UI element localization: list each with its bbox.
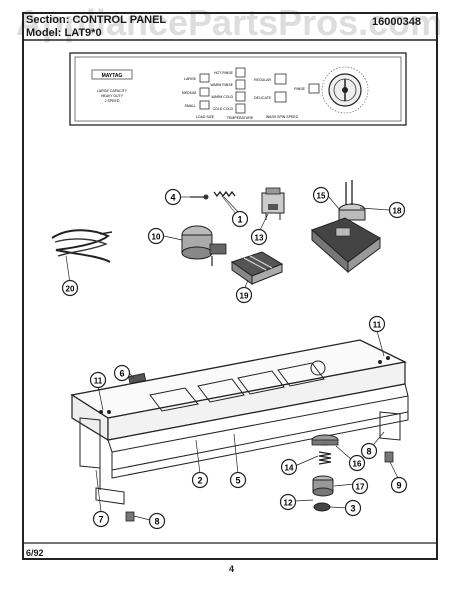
callout-label-9: 9 xyxy=(396,481,401,491)
callout-circle-9: 9 xyxy=(390,476,408,494)
timer-motor-part xyxy=(181,225,227,266)
capacity-text-3: 2 SPEED xyxy=(105,99,120,103)
callout-circle-8-right: 8 xyxy=(360,442,378,460)
callout-circle-20: 20 xyxy=(61,279,79,297)
callout-circle-5: 5 xyxy=(229,471,247,489)
temp-label-3: WARM COLD xyxy=(211,95,233,99)
callout-label-10: 10 xyxy=(152,233,161,242)
callout-label-13: 13 xyxy=(255,234,264,243)
callout-label-18: 18 xyxy=(393,207,402,216)
timer-dial xyxy=(321,66,369,114)
temp-label-1: HOT RINSE xyxy=(214,71,234,75)
pressure-switch-part xyxy=(338,180,366,221)
callout-label-5: 5 xyxy=(235,476,240,486)
capacity-text-2: HEAVY DUTY xyxy=(101,94,124,98)
callout-label-8-bottom: 8 xyxy=(154,517,159,527)
capacity-text-1: LARGE CAPACITY xyxy=(97,89,128,93)
callout-label-3: 3 xyxy=(350,504,355,514)
callout-label-12: 12 xyxy=(284,499,293,508)
callout-circle-13: 13 xyxy=(250,228,268,246)
callout-circle-16: 16 xyxy=(348,454,366,472)
callout-circle-19: 19 xyxy=(235,286,253,304)
callout-label-15: 15 xyxy=(317,192,326,201)
callout-label-14: 14 xyxy=(285,464,294,473)
callout-label-11-left: 11 xyxy=(94,377,103,386)
control-board-part xyxy=(311,217,381,274)
page-number: 4 xyxy=(229,564,235,574)
size-heading: LOAD SIZE xyxy=(196,115,215,119)
control-panel-drawing: MAYTAG LARGE CAPACITY HEAVY DUTY 2 SPEED… xyxy=(69,52,407,126)
size-label-medium: MEDIUM xyxy=(182,91,196,95)
clip-9 xyxy=(384,451,394,463)
callout-label-7: 7 xyxy=(98,515,103,525)
callout-circle-11-right: 11 xyxy=(368,315,386,333)
page-frame xyxy=(22,12,438,560)
callout-circle-6: 6 xyxy=(113,364,131,382)
speed-buttons: REGULAR DELICATE WASH SPIN SPEED xyxy=(254,73,299,119)
callout-label-1: 1 xyxy=(237,215,242,225)
screw-part xyxy=(190,194,209,200)
knob-stack-drawing xyxy=(311,434,339,512)
console-body-drawing xyxy=(70,339,409,522)
temp-heading: TEMPERATURE xyxy=(227,116,254,120)
callout-circle-17: 17 xyxy=(351,477,369,495)
brand-plate xyxy=(91,69,133,80)
terminal-block-part xyxy=(230,251,284,285)
callout-circle-18: 18 xyxy=(388,201,406,219)
document-number: 16000348 xyxy=(372,16,421,28)
callout-circle-2: 2 xyxy=(191,471,209,489)
speed-heading: WASH SPIN SPEED xyxy=(266,115,299,119)
callout-label-17: 17 xyxy=(356,483,365,492)
rinse-button xyxy=(308,83,320,94)
callout-circle-8-bottom: 8 xyxy=(148,512,166,530)
switch-part xyxy=(261,187,285,220)
speed-label-delicate: DELICATE xyxy=(254,96,272,100)
footer-date: 6/92 xyxy=(26,548,44,558)
speed-label-regular: REGULAR xyxy=(254,78,271,82)
size-label-small: SMALL xyxy=(185,104,197,108)
callout-label-8-right: 8 xyxy=(366,447,371,457)
model-line: Model: LAT9*0 xyxy=(26,27,102,39)
callout-circle-4: 4 xyxy=(164,188,182,206)
callout-circle-7: 7 xyxy=(92,510,110,528)
callout-circle-10: 10 xyxy=(147,227,165,245)
temperature-buttons: HOT RINSE WARM RINSE WARM COLD COLD COLD… xyxy=(210,67,254,120)
load-size-buttons: LARGE MEDIUM SMALL LOAD SIZE xyxy=(182,73,215,119)
leader-lines xyxy=(65,195,400,521)
callout-label-2: 2 xyxy=(197,476,202,486)
callout-label-16: 16 xyxy=(353,460,362,469)
callout-circle-14: 14 xyxy=(280,458,298,476)
callout-label-20: 20 xyxy=(66,285,75,294)
callout-label-6: 6 xyxy=(119,369,124,379)
rinse-label: RINSE xyxy=(294,87,305,91)
brand-label: MAYTAG xyxy=(102,73,123,79)
callout-label-19: 19 xyxy=(240,292,249,301)
spring-part xyxy=(213,190,237,215)
callout-circle-1: 1 xyxy=(231,210,249,228)
wire-harness-part xyxy=(51,229,113,263)
callout-label-4: 4 xyxy=(170,193,175,203)
section-header: Section: CONTROL PANEL Model: LAT9*0 xyxy=(26,14,166,40)
callout-circle-11-left: 11 xyxy=(89,371,107,389)
section-title: Section: CONTROL PANEL xyxy=(26,14,167,26)
callout-circle-12: 12 xyxy=(279,493,297,511)
callout-circle-15: 15 xyxy=(312,186,330,204)
temp-label-2: WARM RINSE xyxy=(210,83,233,87)
clip-8 xyxy=(125,511,135,522)
temp-label-4: COLD COLD xyxy=(213,107,234,111)
callout-circle-3: 3 xyxy=(344,499,362,517)
callout-label-11-right: 11 xyxy=(373,321,382,330)
size-label-large: LARGE xyxy=(184,77,197,81)
